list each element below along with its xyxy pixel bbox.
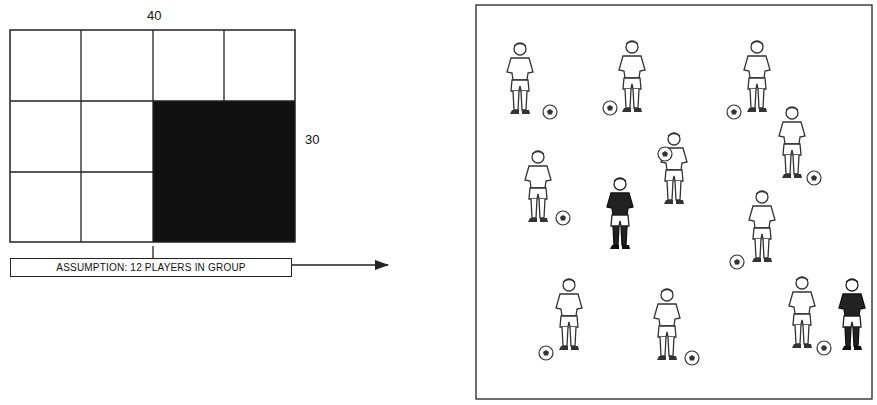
ball [685, 351, 699, 365]
dimension-label: 30 [305, 132, 319, 147]
player [619, 41, 645, 112]
ball [730, 255, 744, 269]
player [789, 277, 815, 348]
shaded-area [153, 101, 295, 242]
player [839, 279, 865, 350]
note-text: ASSUMPTION: 12 PLAYERS IN GROUP [56, 262, 245, 273]
dimension-label: 40 [147, 8, 161, 23]
note-box: ASSUMPTION: 12 PLAYERS IN GROUP [10, 258, 292, 277]
player [661, 133, 687, 204]
player [507, 43, 533, 114]
player [556, 279, 582, 350]
ball [658, 147, 672, 161]
player [525, 151, 551, 222]
player [749, 191, 775, 262]
panel-frame [476, 5, 872, 399]
area-grid [10, 30, 295, 242]
player [654, 289, 680, 360]
player [779, 107, 805, 178]
ball [727, 105, 741, 119]
ball [817, 341, 831, 355]
player [744, 41, 770, 112]
ball [543, 105, 557, 119]
grid-outline [10, 30, 295, 242]
players [507, 41, 865, 365]
grid-lines [10, 30, 295, 242]
ball [807, 171, 821, 185]
ball [603, 101, 617, 115]
ball [539, 346, 553, 360]
player [607, 178, 633, 249]
ball [556, 211, 570, 225]
